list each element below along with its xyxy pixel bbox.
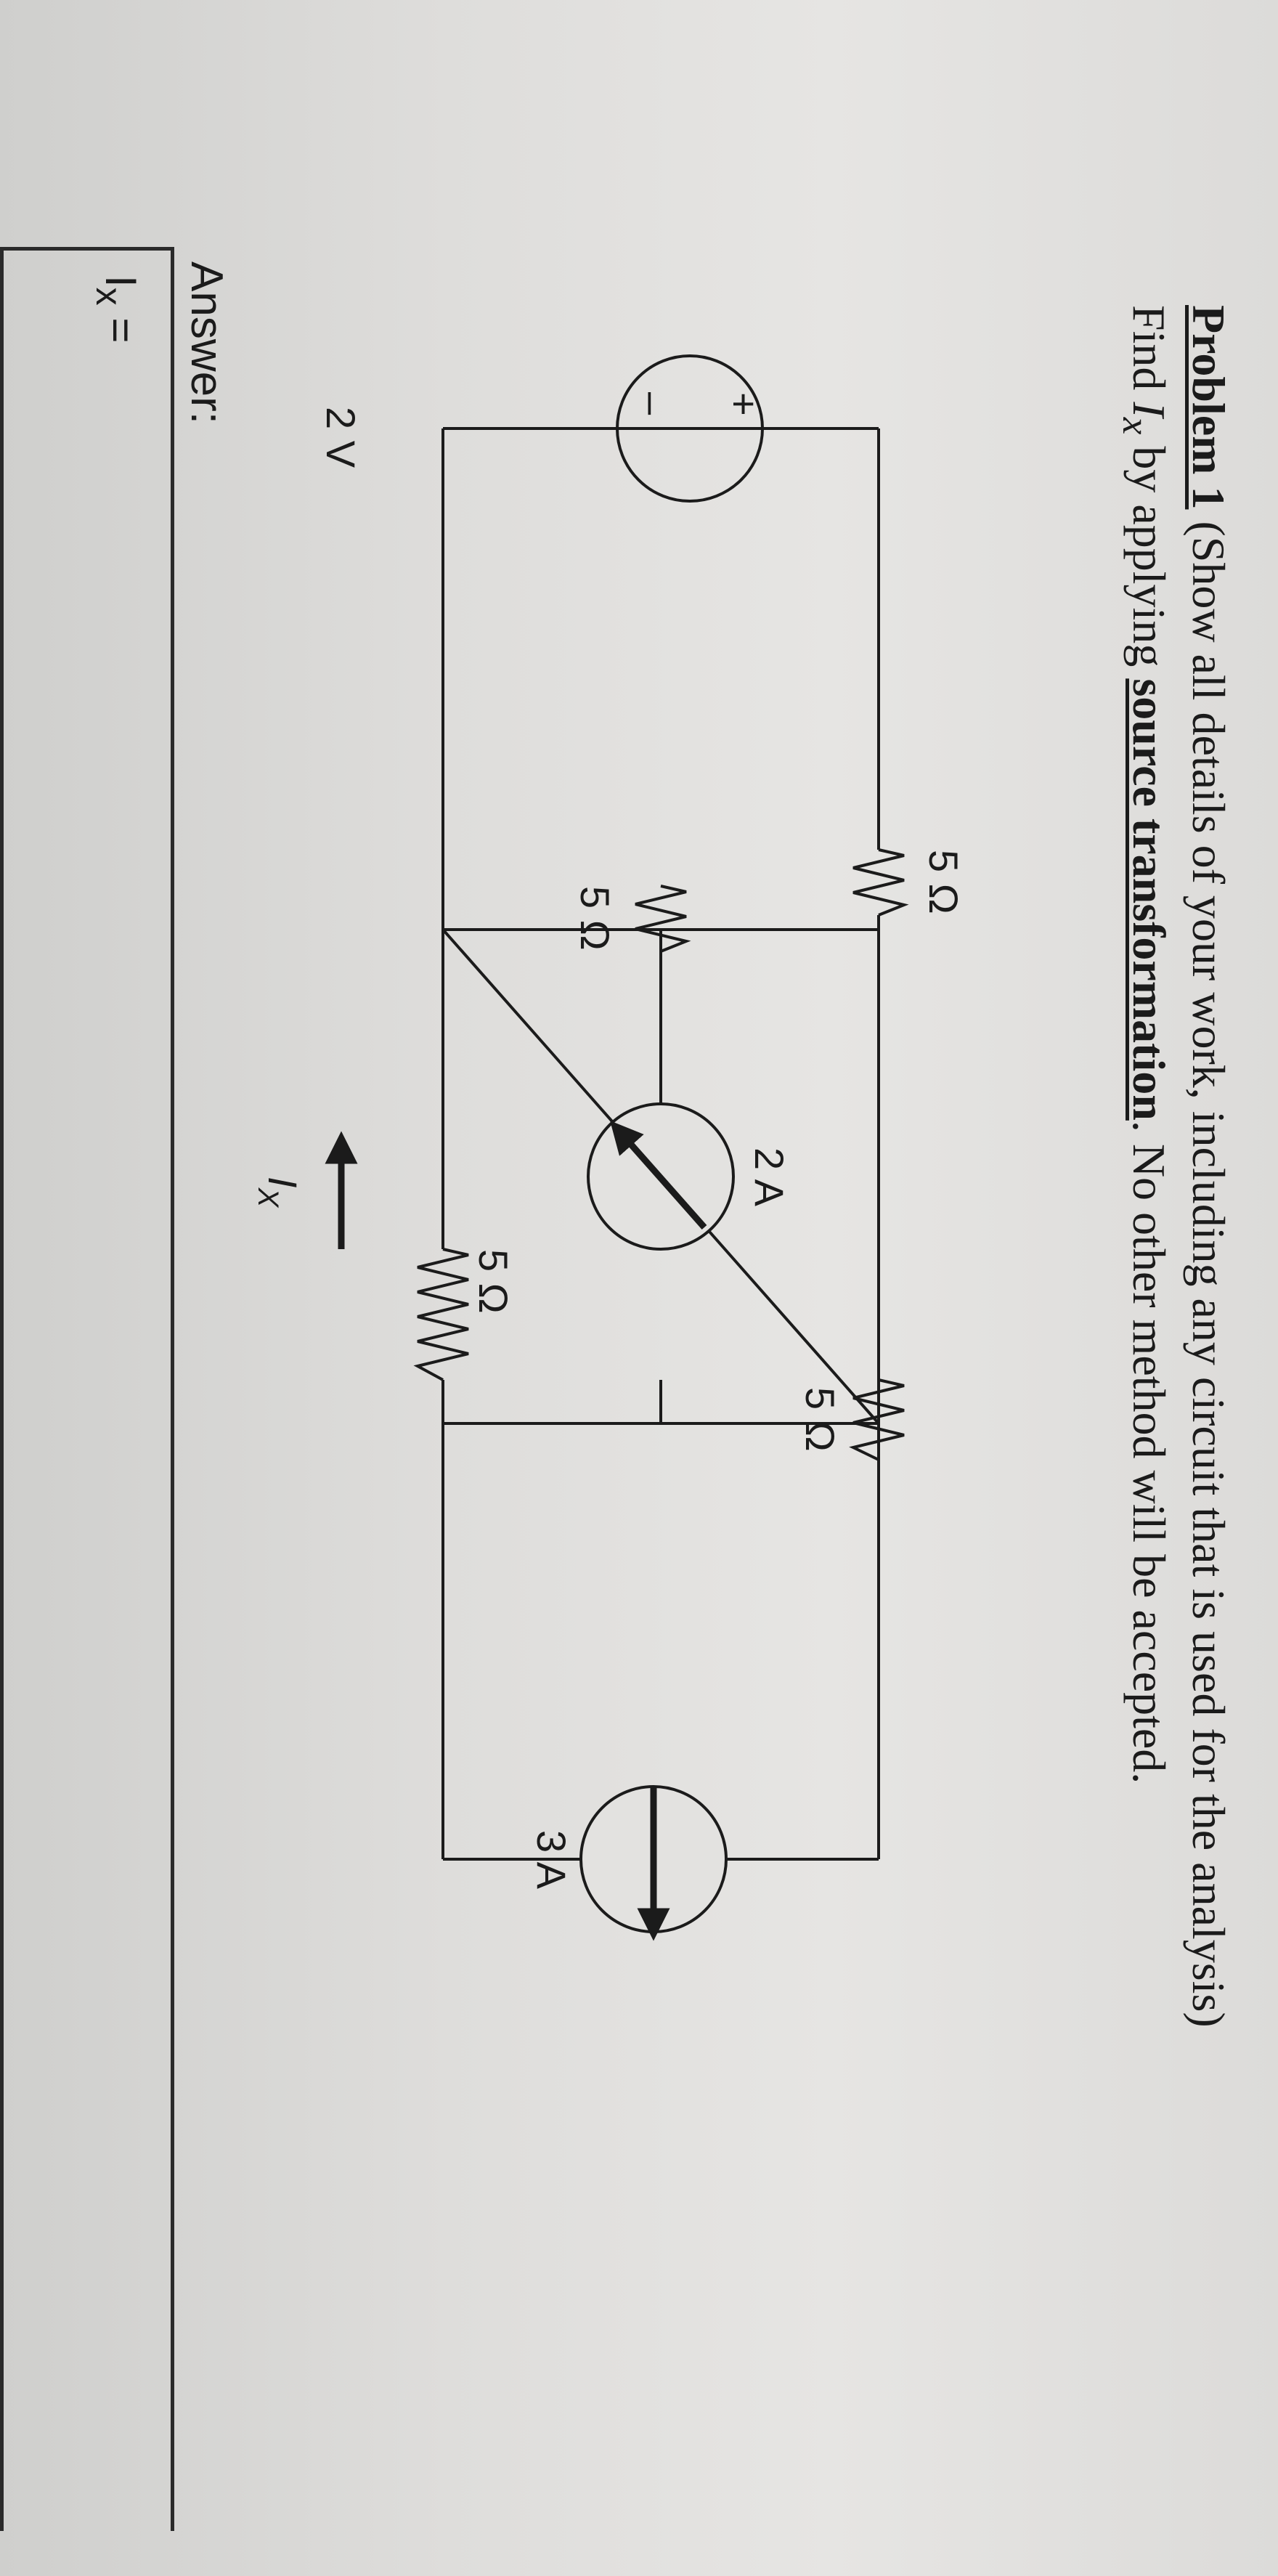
current-source-center-label: 2 A — [746, 1147, 792, 1207]
resistor-right-middle-label: 5 Ω — [797, 1387, 843, 1452]
resistor-top — [852, 848, 909, 917]
current-source-center-arrow — [610, 1121, 707, 1230]
answer-field-label: Ix = — [89, 275, 145, 344]
voltage-minus: – — [630, 392, 676, 415]
answer-label: Answer: — [182, 261, 232, 424]
resistor-bottom-middle-label: 5 Ω — [471, 1249, 516, 1314]
voltage-source-circle — [616, 354, 764, 503]
resistor-left-middle-label: 5 Ω — [572, 886, 618, 951]
answer-box[interactable]: Ix = — [0, 247, 174, 2531]
resistor-right-middle — [849, 1378, 905, 1461]
voltage-plus: + — [721, 392, 767, 416]
ix-label: IX — [252, 1177, 306, 1208]
resistor-left-middle — [635, 885, 691, 953]
resistor-bottom-middle — [413, 1248, 469, 1381]
current-source-right-label: 3 A — [529, 1830, 574, 1890]
resistor-top-label: 5 Ω — [921, 850, 966, 914]
voltage-source-label: 2 V — [318, 407, 364, 468]
